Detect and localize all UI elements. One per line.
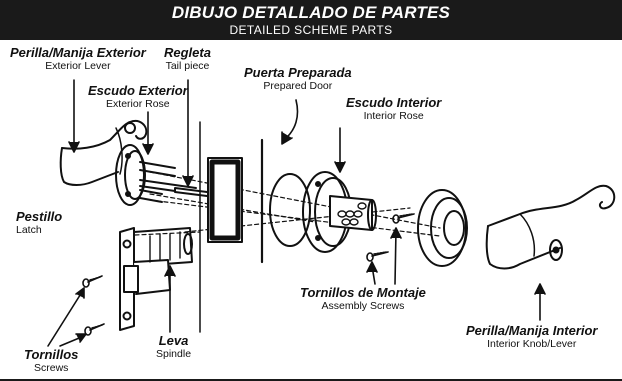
label-prepared-door-en: Prepared Door bbox=[263, 80, 333, 92]
label-assembly-screws: Tornillos de Montaje Assembly Screws bbox=[300, 286, 426, 312]
latch-part bbox=[119, 227, 193, 331]
label-exterior-lever: Perilla/Manija Exterior Exterior Lever bbox=[10, 46, 146, 72]
label-assembly-screws-en: Assembly Screws bbox=[321, 300, 405, 312]
label-interior-lever-es: Perilla/Manija Interior bbox=[466, 323, 598, 338]
alignment-dashed-lines bbox=[134, 171, 441, 237]
label-screws-es: Tornillos bbox=[24, 347, 79, 362]
label-interior-rose-en: Interior Rose bbox=[363, 110, 424, 122]
prepared-door-part bbox=[260, 138, 311, 264]
diagram-header: DIBUJO DETALLADO DE PARTES DETAILED SCHE… bbox=[0, 0, 622, 40]
footer-rule bbox=[0, 379, 622, 381]
label-latch-en: Latch bbox=[16, 224, 42, 236]
label-latch-es: Pestillo bbox=[16, 209, 63, 224]
label-exterior-rose-es: Escudo Exterior bbox=[88, 83, 188, 98]
label-interior-rose: Escudo Interior Interior Rose bbox=[346, 96, 441, 122]
interior-rose-part bbox=[302, 171, 377, 253]
label-exterior-rose-en: Exterior Rose bbox=[106, 98, 170, 110]
label-exterior-lever-es: Perilla/Manija Exterior bbox=[10, 45, 146, 60]
header-title-en: DETAILED SCHEME PARTS bbox=[229, 23, 393, 37]
label-prepared-door-es: Puerta Preparada bbox=[244, 65, 352, 80]
label-tail-piece-es: Regleta bbox=[164, 45, 211, 60]
label-latch: Pestillo Latch bbox=[16, 210, 62, 236]
callout-arrows bbox=[47, 79, 546, 347]
label-exterior-lever-en: Exterior Lever bbox=[45, 60, 111, 72]
label-interior-lever-en: Interior Knob/Lever bbox=[487, 338, 577, 350]
interior-lever-part bbox=[485, 184, 616, 270]
label-screws-en: Screws bbox=[33, 362, 69, 374]
label-assembly-screws-es: Tornillos de Montaje bbox=[300, 285, 426, 300]
label-tail-piece-en: Tail piece bbox=[165, 60, 210, 72]
label-spindle: Leva Spindle bbox=[156, 334, 191, 360]
label-interior-rose-es: Escudo Interior bbox=[346, 95, 442, 110]
assembly-screws-part bbox=[366, 213, 415, 262]
label-spindle-en: Spindle bbox=[156, 348, 192, 360]
label-spindle-es: Leva bbox=[158, 333, 189, 348]
label-tail-piece: Regleta Tail piece bbox=[164, 46, 211, 72]
interior-rose-ring bbox=[417, 189, 468, 267]
label-screws: Tornillos Screws bbox=[24, 348, 78, 374]
label-interior-lever: Perilla/Manija Interior Interior Knob/Le… bbox=[466, 324, 598, 350]
label-exterior-rose: Escudo Exterior Exterior Rose bbox=[88, 84, 188, 110]
door-edge-plate bbox=[199, 121, 243, 333]
exterior-rose-part bbox=[115, 144, 197, 206]
label-prepared-door: Puerta Preparada Prepared Door bbox=[244, 66, 352, 92]
latch-screws-part bbox=[82, 275, 105, 336]
header-title-es: DIBUJO DETALLADO DE PARTES bbox=[171, 3, 451, 22]
